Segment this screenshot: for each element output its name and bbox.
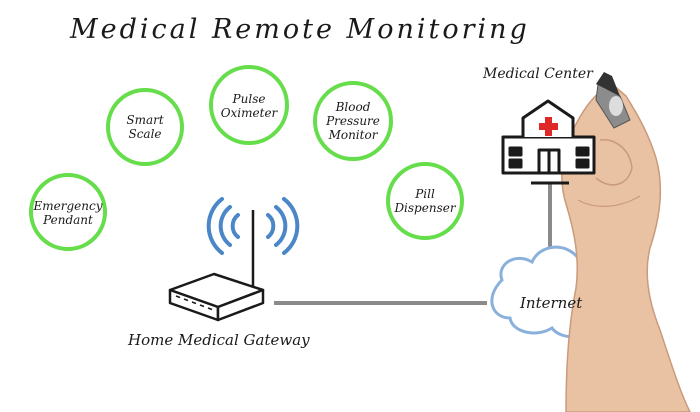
router-icon	[168, 210, 265, 322]
medical-center-label: Medical Center	[483, 66, 593, 82]
gateway-label: Home Medical Gateway	[128, 331, 310, 349]
internet-label: Internet	[520, 294, 583, 312]
diagram-title: Medical Remote Monitoring	[70, 14, 530, 45]
pill-dispenser-circle	[386, 162, 464, 240]
pulse-oximeter-label: Pulse Oximeter	[220, 92, 278, 120]
emergency-pendant-circle	[29, 173, 107, 251]
smart-scale-circle	[106, 88, 184, 166]
pulse-oximeter-circle	[209, 65, 289, 145]
pill-dispenser-label: Pill Dispenser	[394, 187, 456, 215]
emergency-pendant-label: Emergency Pendant	[33, 199, 103, 227]
blood-pressure-monitor-label: Blood Pressure Monitor	[326, 100, 380, 142]
wifi-icon	[206, 197, 300, 255]
smart-scale-label: Smart Scale	[126, 113, 164, 141]
hand-with-marker	[561, 72, 691, 412]
blood-pressure-monitor-circle	[313, 81, 393, 161]
hospital-icon	[501, 99, 596, 185]
